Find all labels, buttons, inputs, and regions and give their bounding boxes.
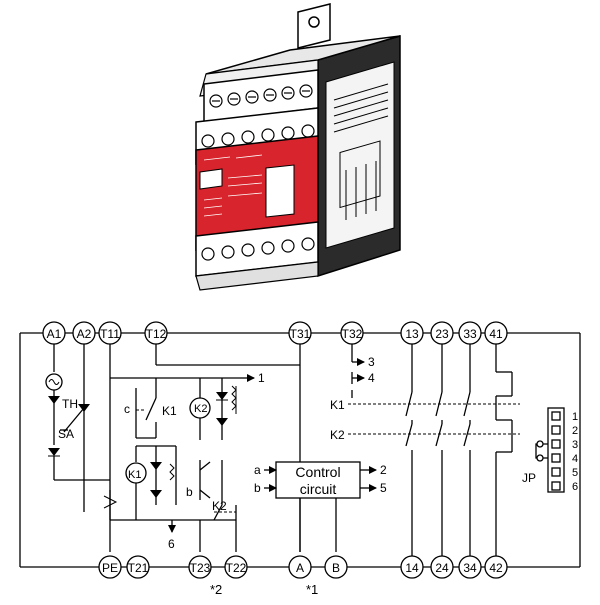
- terminal-bottom-6: 14: [400, 555, 424, 579]
- bottom-terminals: PE T21 T23 T22 A B 14 24 34 42: [98, 555, 508, 579]
- jumper-block: [535, 407, 565, 493]
- terminal-bottom-3: T22: [224, 555, 248, 579]
- label-arrow-4: 4: [368, 371, 375, 385]
- label-contact-k2: K2: [330, 428, 345, 442]
- terminal-label: T23: [190, 561, 211, 575]
- terminal-bottom-9: 42: [484, 555, 508, 579]
- label-k2-coil: K2: [194, 403, 207, 415]
- terminal-label: 42: [489, 561, 503, 575]
- relay-unit-illustration: [195, 3, 401, 291]
- label-th: TH: [62, 397, 78, 411]
- terminal-top-8: 33: [458, 321, 482, 345]
- terminal-label: 33: [463, 327, 477, 341]
- label-sa: SA: [58, 427, 74, 441]
- label-jumper: JP: [522, 471, 536, 485]
- label-k1-relay: K1: [162, 404, 177, 418]
- control-circuit-line1: Control: [295, 464, 340, 480]
- label-k2-relay: K2: [212, 499, 227, 513]
- terminal-label: T22: [226, 561, 247, 575]
- terminal-top-9: 41: [484, 321, 508, 345]
- jumper-pin-4: 4: [572, 453, 578, 465]
- terminal-bottom-7: 24: [430, 555, 454, 579]
- label-contact-c: c: [124, 402, 130, 416]
- terminal-bottom-8: 34: [458, 555, 482, 579]
- terminal-label: T31: [290, 327, 311, 341]
- label-input-a: a: [254, 463, 261, 477]
- label-output-2: 2: [380, 463, 387, 477]
- note-2: *2: [210, 582, 222, 597]
- label-contact-b: b: [186, 485, 193, 499]
- jumper-pin-3: 3: [572, 439, 578, 451]
- label-arrow-3: 3: [368, 355, 375, 369]
- terminal-top-2: T11: [98, 321, 122, 345]
- terminal-label: 13: [405, 327, 419, 341]
- terminal-label: T21: [128, 561, 149, 575]
- terminal-label: 24: [435, 561, 449, 575]
- terminal-top-6: 13: [400, 321, 424, 345]
- note-1: *1: [306, 582, 318, 597]
- terminal-bottom-5: B: [324, 555, 348, 579]
- terminal-label: A: [296, 561, 304, 575]
- terminal-bottom-4: A: [288, 555, 312, 579]
- terminal-bottom-0: PE: [98, 555, 122, 579]
- terminal-bottom-2: T23: [188, 555, 212, 579]
- label-k1-coil: K1: [128, 469, 141, 481]
- terminal-label: PE: [102, 561, 118, 575]
- label-arrow-1: 1: [258, 371, 265, 385]
- terminal-label: 23: [435, 327, 449, 341]
- top-terminals: A1 A2 T11 T12 T31 T32 13 23 33 41: [42, 321, 508, 345]
- terminal-top-7: 23: [430, 321, 454, 345]
- label-input-b: b: [254, 481, 261, 495]
- terminal-label: A1: [47, 327, 62, 341]
- terminal-top-3: T12: [144, 321, 168, 345]
- output-contacts: [348, 344, 520, 556]
- terminal-label: T12: [146, 327, 167, 341]
- jumper-pin-1: 1: [572, 411, 578, 423]
- label-contact-k1: K1: [330, 398, 345, 412]
- internal-circuit: [103, 344, 301, 552]
- terminal-label: A2: [77, 327, 92, 341]
- terminal-top-5: T32: [340, 321, 364, 345]
- terminal-top-0: A1: [42, 321, 66, 345]
- jumper-pin-5: 5: [572, 467, 578, 479]
- terminal-label: T32: [342, 327, 363, 341]
- supply-branch: [45, 344, 110, 512]
- terminal-label: 14: [405, 561, 419, 575]
- label-output-5: 5: [380, 481, 387, 495]
- terminal-label: 41: [489, 327, 503, 341]
- control-circuit-line2: circuit: [300, 481, 337, 497]
- terminal-label: T11: [100, 327, 120, 341]
- terminal-bottom-1: T21: [126, 555, 150, 579]
- terminal-top-1: A2: [72, 321, 96, 345]
- jumper-pin-6: 6: [572, 481, 578, 493]
- terminal-label: B: [332, 561, 340, 575]
- terminal-label: 34: [463, 561, 477, 575]
- control-circuit-block: [264, 461, 377, 552]
- diagram-labels: TH SA K1 K2 K1 K2 c b 1 3 4 6 Control ci…: [58, 355, 578, 597]
- terminal-top-4: T31: [288, 321, 312, 345]
- jumper-pin-2: 2: [572, 425, 578, 437]
- label-arrow-6: 6: [168, 537, 175, 551]
